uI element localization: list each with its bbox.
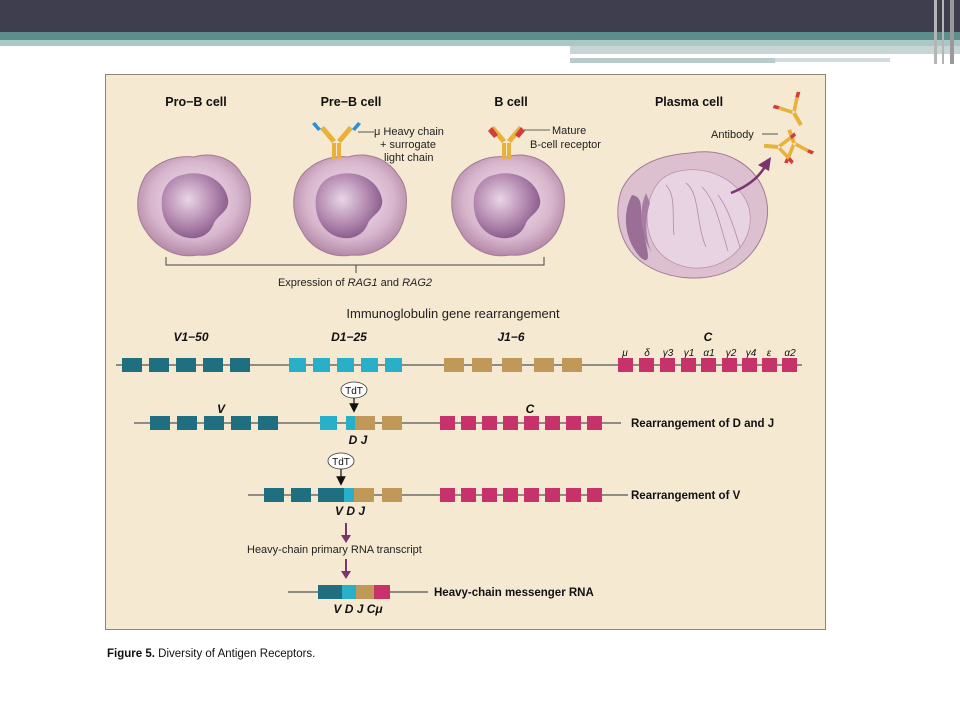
c-gene-label: γ2 bbox=[726, 348, 737, 359]
pre-b-receptor-label-line1: μ Heavy chain bbox=[374, 126, 444, 138]
c-gene-label: γ1 bbox=[684, 348, 695, 359]
label-b-cell: B cell bbox=[494, 95, 527, 109]
primary-transcript-label: Heavy-chain primary RNA transcript bbox=[247, 544, 422, 556]
caption-label: Figure 5. bbox=[107, 648, 155, 660]
slide-accent-strip bbox=[570, 46, 960, 54]
mature-receptor-icon bbox=[488, 126, 525, 159]
antibody-icon bbox=[763, 91, 815, 165]
label-pro-b-cell: Pro−B cell bbox=[165, 95, 227, 109]
header-d-segments: D1−25 bbox=[331, 330, 367, 344]
label-plasma-cell: Plasma cell bbox=[655, 95, 723, 109]
svg-text:TdT: TdT bbox=[345, 386, 363, 397]
label-pre-b-cell: Pre−B cell bbox=[321, 95, 382, 109]
germline-row bbox=[116, 358, 802, 372]
slide-top-bar bbox=[0, 0, 960, 32]
mature-receptor-label-line1: Mature bbox=[552, 125, 586, 137]
figure-panel: Pro−B cell Pre−B cell B cell Plasma cell… bbox=[105, 74, 826, 630]
vdj-rearrangement-row bbox=[248, 488, 628, 502]
slide-accent-strip-lower bbox=[570, 58, 775, 63]
header-v-segments: V1−50 bbox=[173, 330, 208, 344]
rag-expression-label: Expression of RAG1 and RAG2 bbox=[278, 277, 432, 289]
mature-receptor-label-line2: B-cell receptor bbox=[530, 139, 601, 151]
row2-rearrangement-label: Rearrangement of D and J bbox=[631, 418, 774, 430]
slide-deco-line bbox=[950, 0, 954, 64]
header-j-segments: J1−6 bbox=[497, 330, 524, 344]
mrna-segments-label: V D J Cμ bbox=[333, 602, 383, 616]
mrna-label: Heavy-chain messenger RNA bbox=[434, 587, 594, 599]
c-gene-label: δ bbox=[644, 348, 650, 359]
row2-v-label: V bbox=[217, 402, 226, 416]
c-gene-label: α2 bbox=[784, 348, 796, 359]
section-title: Immunoglobulin gene rearrangement bbox=[346, 306, 560, 321]
c-gene-label: α1 bbox=[703, 348, 714, 359]
plasma-cell bbox=[617, 151, 768, 279]
row2-dj-label: D J bbox=[349, 433, 368, 447]
b-cell-development-diagram: Pro−B cell Pre−B cell B cell Plasma cell… bbox=[116, 91, 815, 616]
tdt-marker: TdT bbox=[327, 452, 355, 486]
pre-b-cell bbox=[293, 154, 407, 257]
row3-vdj-label: V D J bbox=[335, 504, 365, 518]
b-cell bbox=[451, 154, 565, 257]
c-gene-label: ε bbox=[767, 348, 772, 359]
header-c-segments: C bbox=[704, 330, 713, 344]
row2-c-label: C bbox=[526, 402, 535, 416]
slide-deco-line bbox=[942, 0, 944, 64]
caption-text: Diversity of Antigen Receptors. bbox=[154, 648, 316, 660]
antibody-label: Antibody bbox=[711, 129, 754, 141]
tdt-marker: TdT bbox=[340, 381, 368, 413]
pre-b-receptor-label-line2: + surrogate bbox=[380, 139, 436, 151]
pre-b-receptor-icon bbox=[312, 122, 361, 159]
svg-text:TdT: TdT bbox=[332, 457, 350, 468]
slide-accent-strip-right bbox=[775, 58, 890, 62]
slide-accent-band-light bbox=[0, 40, 960, 46]
pre-b-receptor-label-line3: light chain bbox=[384, 152, 434, 164]
mrna-row bbox=[288, 585, 428, 599]
c-gene-label: γ4 bbox=[746, 348, 757, 359]
figure-caption: Figure 5. Diversity of Antigen Receptors… bbox=[107, 648, 315, 660]
c-gene-label: μ bbox=[621, 348, 628, 359]
slide-deco-line bbox=[934, 0, 937, 64]
dj-rearrangement-row bbox=[134, 416, 621, 430]
row3-rearrangement-label: Rearrangement of V bbox=[631, 490, 741, 502]
pro-b-cell bbox=[137, 154, 251, 257]
slide-accent-band bbox=[0, 32, 960, 40]
c-gene-label: γ3 bbox=[663, 348, 674, 359]
